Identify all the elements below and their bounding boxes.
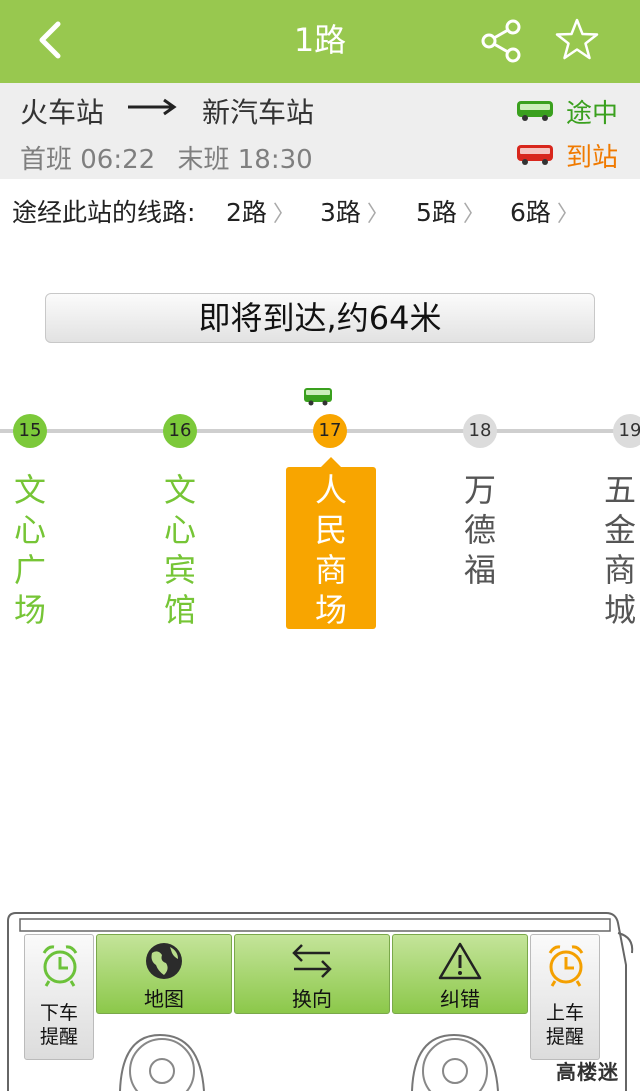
map-button[interactable]: 地图	[96, 934, 232, 1014]
page-title: 1路	[293, 21, 347, 59]
station-node-18[interactable]: 18	[463, 414, 497, 448]
chevron-right-icon: 〉	[462, 202, 485, 227]
line-link-3[interactable]: 3路〉	[320, 193, 389, 229]
bus-position-icon	[304, 388, 332, 406]
back-arrow-icon[interactable]	[30, 18, 74, 62]
line-link-label: 3路	[320, 198, 361, 227]
legend-arrived-label: 到站	[566, 143, 619, 173]
line-link-6[interactable]: 6路〉	[510, 193, 579, 229]
right-arrow-icon	[128, 98, 177, 116]
line-link-label: 2路	[226, 198, 267, 227]
map-label: 地图	[144, 987, 184, 1011]
station-node-16[interactable]: 16	[163, 414, 197, 448]
top-nav-bar: 1路	[0, 0, 640, 83]
service-hours: 首班 06:22 末班 18:30	[20, 139, 327, 176]
line-link-label: 5路	[416, 198, 457, 227]
station-node-19[interactable]: 19	[613, 414, 640, 448]
report-error-button[interactable]: 纠错	[392, 934, 528, 1014]
bus-outline-illustration	[7, 912, 634, 1091]
station-node-15[interactable]: 15	[13, 414, 47, 448]
station-node-17[interactable]: 17	[313, 414, 347, 448]
lines-through-station: 途经此站的线路: 2路〉 3路〉 5路〉 6路〉	[12, 193, 632, 229]
reverse-direction-button[interactable]: 换向	[234, 934, 390, 1014]
star-icon[interactable]	[553, 16, 601, 64]
watermark: 高楼迷	[556, 1060, 619, 1084]
origin-station: 火车站	[20, 96, 105, 129]
reverse-direction-label: 换向	[292, 987, 332, 1011]
pointer-triangle	[321, 457, 341, 467]
first-bus-time: 首班 06:22	[20, 145, 156, 175]
board-reminder-label: 上车提醒	[545, 1002, 584, 1048]
destination-station: 新汽车站	[202, 96, 315, 129]
green-alarm-clock-icon	[42, 945, 78, 987]
current-station-highlight[interactable]	[286, 457, 376, 629]
alight-reminder-label: 下车提醒	[39, 1002, 78, 1048]
chevron-right-icon: 〉	[366, 202, 389, 227]
station-name-17[interactable]: 人民商场	[314, 471, 347, 629]
red-bus-icon	[517, 145, 553, 165]
report-error-label: 纠错	[440, 987, 480, 1011]
line-link-label: 6路	[510, 198, 551, 227]
share-icon[interactable]	[478, 18, 524, 64]
station-name-19[interactable]: 五金商城	[603, 471, 636, 629]
board-reminder-button[interactable]: 上车提醒	[530, 934, 600, 1060]
line-link-2[interactable]: 2路〉	[226, 193, 295, 229]
chevron-right-icon: 〉	[556, 202, 579, 227]
lines-through-label: 途经此站的线路:	[12, 198, 196, 227]
swap-arrows-icon	[292, 944, 332, 978]
route-info-panel: 火车站 新汽车站 首班 06:22 末班 18:30 途中 到站	[0, 83, 640, 179]
alight-reminder-button[interactable]: 下车提醒	[24, 934, 94, 1060]
line-link-5[interactable]: 5路〉	[416, 193, 485, 229]
station-name-16[interactable]: 文心宾馆	[163, 471, 196, 629]
green-bus-icon	[517, 101, 553, 121]
last-bus-time: 末班 18:30	[177, 145, 313, 175]
station-name-18[interactable]: 万德福	[463, 471, 496, 589]
warning-icon	[438, 942, 482, 980]
legend-en-route-label: 途中	[566, 99, 619, 129]
arrival-banner: 即将到达,约64米	[45, 293, 595, 343]
chevron-right-icon: 〉	[272, 202, 295, 227]
globe-icon	[146, 943, 182, 979]
station-name-15[interactable]: 文心广场	[13, 471, 46, 629]
orange-alarm-clock-icon	[548, 945, 584, 987]
